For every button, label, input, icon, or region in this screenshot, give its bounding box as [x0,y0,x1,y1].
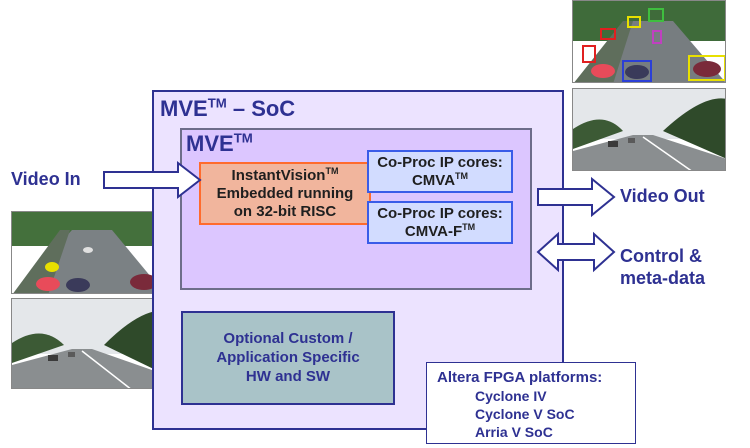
platform-item: Arria V SoC [475,424,553,440]
arrow-right-icon [537,176,616,218]
soc-title: MVETM – SoC [160,95,296,121]
platform-item: Cyclone IV [475,388,547,404]
road-image-detections [572,0,726,83]
platform-item: Cyclone V SoC [475,406,575,422]
mve-title: MVETM [186,130,253,156]
coproc-cmva-box: Co-Proc IP cores: CMVATM [367,150,513,193]
optional-custom-box: Optional Custom / Application Specific H… [181,311,395,405]
altera-platforms-box: Altera FPGA platforms: Cyclone IV Cyclon… [426,362,636,444]
video-out-label: Video Out [620,186,705,206]
double-arrow-icon [536,231,616,273]
instantvision-box: InstantVisionTM Embedded running on 32-b… [199,162,371,225]
road-image-traffic [11,211,165,294]
road-image-highway-2 [11,298,165,389]
platforms-title: Altera FPGA platforms: [437,369,603,386]
road-image-highway [572,88,726,171]
video-in-label: Video In [11,169,81,189]
coproc-cmva-f-box: Co-Proc IP cores: CMVA-FTM [367,201,513,244]
control-metadata-label: Control & meta-data [620,246,706,288]
arrow-right-icon [103,160,202,200]
